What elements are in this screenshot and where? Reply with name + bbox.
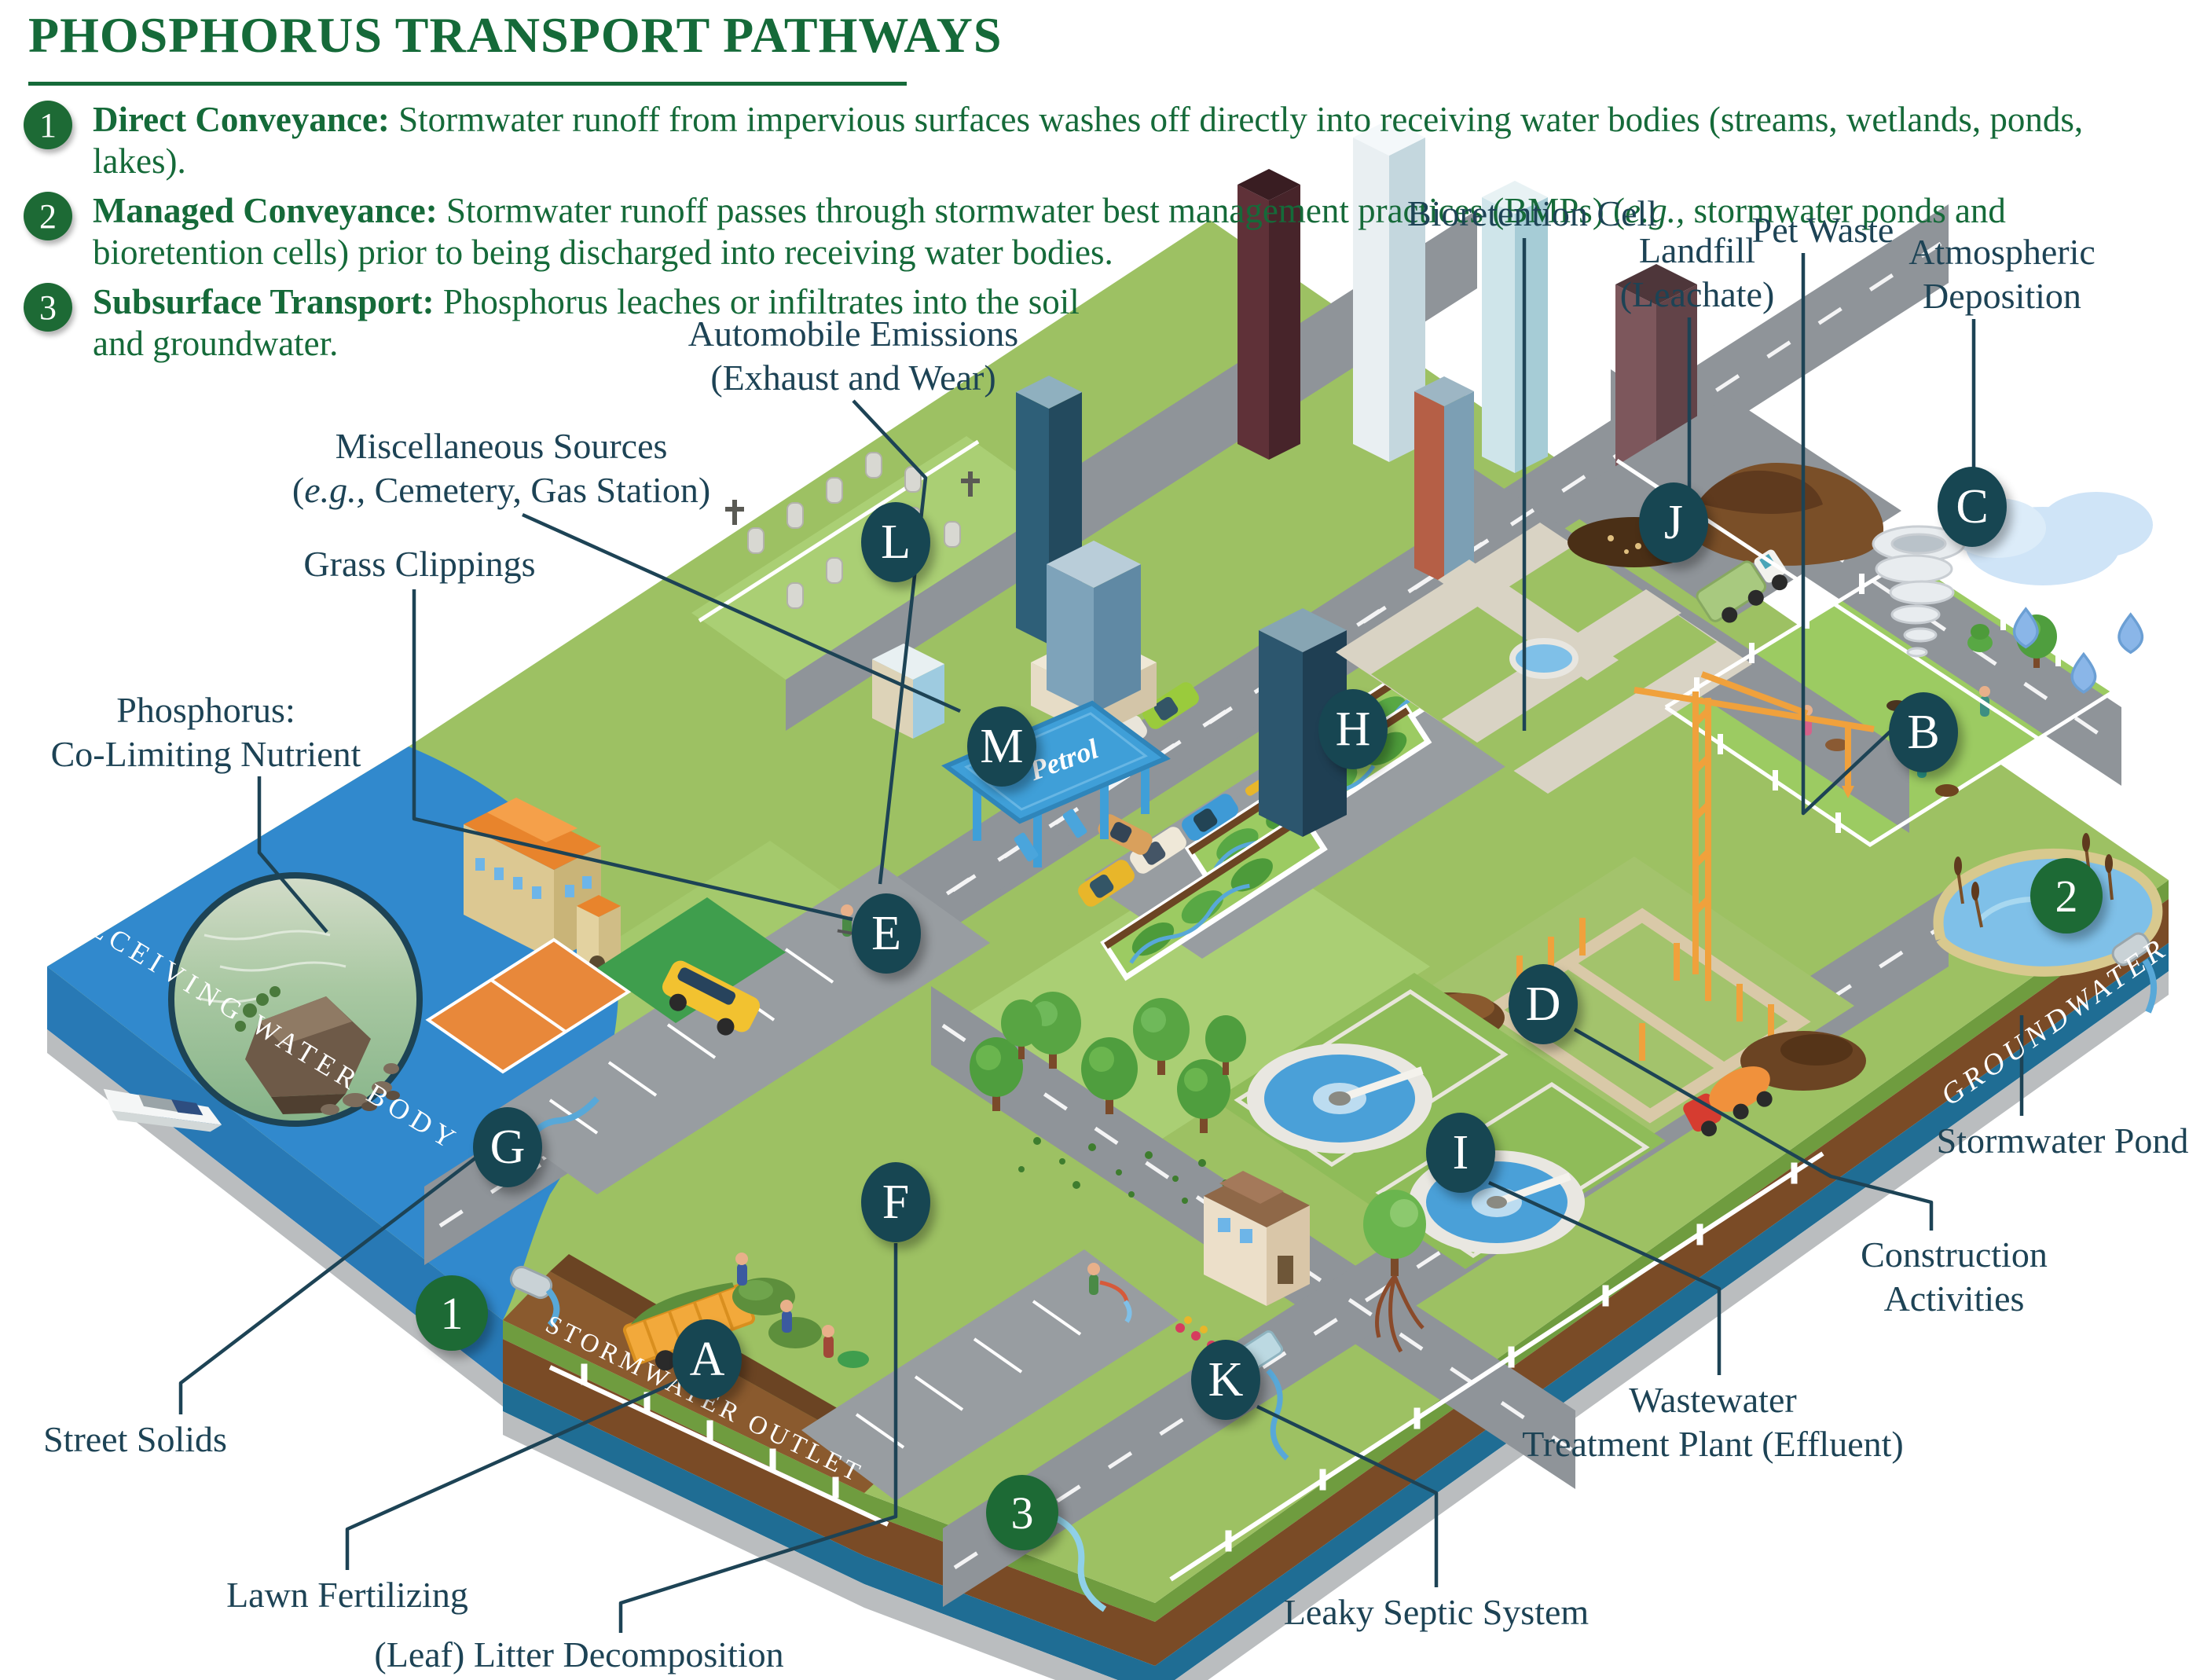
clarifier-1 <box>1247 1044 1432 1154</box>
marker-letter-H: H <box>1318 689 1388 769</box>
marker-letter-F: F <box>861 1162 930 1242</box>
marker-letter-L: L <box>861 502 930 582</box>
legend-item-text: Managed Conveyance: Stormwater runoff pa… <box>93 191 2006 272</box>
marker-number-3: 3 <box>986 1475 1058 1550</box>
marker-letter-D: D <box>1509 964 1578 1044</box>
legend-number-badge: 3 <box>24 283 72 332</box>
marker-letter-G: G <box>473 1107 542 1187</box>
marker-number-1: 1 <box>416 1275 488 1351</box>
marker-letter-B: B <box>1889 692 1958 772</box>
marker-number-2: 2 <box>2030 858 2103 934</box>
marker-letter-C: C <box>1938 467 2007 547</box>
rain-cloud <box>1949 492 2153 694</box>
algae-inset-photo <box>168 872 423 1127</box>
tree <box>970 1037 1023 1111</box>
school-bus <box>662 960 760 1036</box>
marker-letter-I: I <box>1426 1113 1495 1193</box>
callout-stormwater-pond: Stormwater Pond <box>1936 1121 2189 1161</box>
lawn-crew <box>622 1253 869 1371</box>
callout-pet-waste: Pet Waste <box>1751 210 1894 250</box>
wastewater-treatment-plant <box>1214 973 1666 1269</box>
callout-landfill-leachate: Landfill(Leachate) <box>1619 230 1775 314</box>
legend-number-badge: 1 <box>24 101 72 149</box>
legend-item-text: Direct Conveyance: Stormwater runoff fro… <box>93 100 2084 181</box>
raindrops <box>2012 607 2144 694</box>
city-plaza <box>1336 523 1752 794</box>
callout-lawn-fertilizing: Lawn Fertilizing <box>226 1575 468 1615</box>
tower-crane <box>1634 671 1875 981</box>
legend: 1 Direct Conveyance: Stormwater runoff fr… <box>24 99 2176 372</box>
school <box>425 798 786 1074</box>
callout-leaf-litter-decomposition: (Leaf) Litter Decomposition <box>374 1634 784 1674</box>
callout-grass-clippings: Grass Clippings <box>303 544 536 584</box>
boat <box>103 1088 222 1132</box>
marker-letter-J: J <box>1639 482 1708 563</box>
callout-automobile-emissions: Automobile Emissions(Exhaust and Wear) <box>688 314 1019 398</box>
page-title: PHOSPHORUS TRANSPORT PATHWAYS <box>28 7 1003 63</box>
legend-number-badge: 2 <box>24 192 72 240</box>
marker-letter-M: M <box>967 706 1036 787</box>
legend-item-1: 1 Direct Conveyance: Stormwater runoff fr… <box>24 99 2176 182</box>
marker-letter-E: E <box>852 893 921 974</box>
callout-leaky-septic-system: Leaky Septic System <box>1283 1592 1590 1632</box>
legend-item-text: Subsurface Transport: Phosphorus leaches… <box>93 282 1080 363</box>
marker-letter-K: K <box>1191 1340 1260 1420</box>
mixer-truck <box>1683 1066 1773 1137</box>
title-underline <box>28 82 907 86</box>
leader-lines <box>178 238 2024 1633</box>
callout-street-solids: Street Solids <box>43 1419 227 1459</box>
callout-miscellaneous-sources: Miscellaneous Sources(e.g., Cemetery, Ga… <box>292 426 711 510</box>
tornado <box>1872 525 1966 658</box>
callout-phosphorus-colimiting: Phosphorus:Co-Limiting Nutrient <box>50 690 361 774</box>
legend-item-2: 2 Managed Conveyance: Stormwater runoff p… <box>24 190 2176 273</box>
legend-item-3: 3 Subsurface Transport: Phosphorus leache… <box>24 281 2176 365</box>
parked-cars <box>1078 682 1267 907</box>
woods <box>970 992 1246 1204</box>
callout-bioretention-cell: Bioretention Cell <box>1406 193 1658 233</box>
marker-letter-A: A <box>673 1319 742 1399</box>
house <box>1051 1171 1426 1612</box>
